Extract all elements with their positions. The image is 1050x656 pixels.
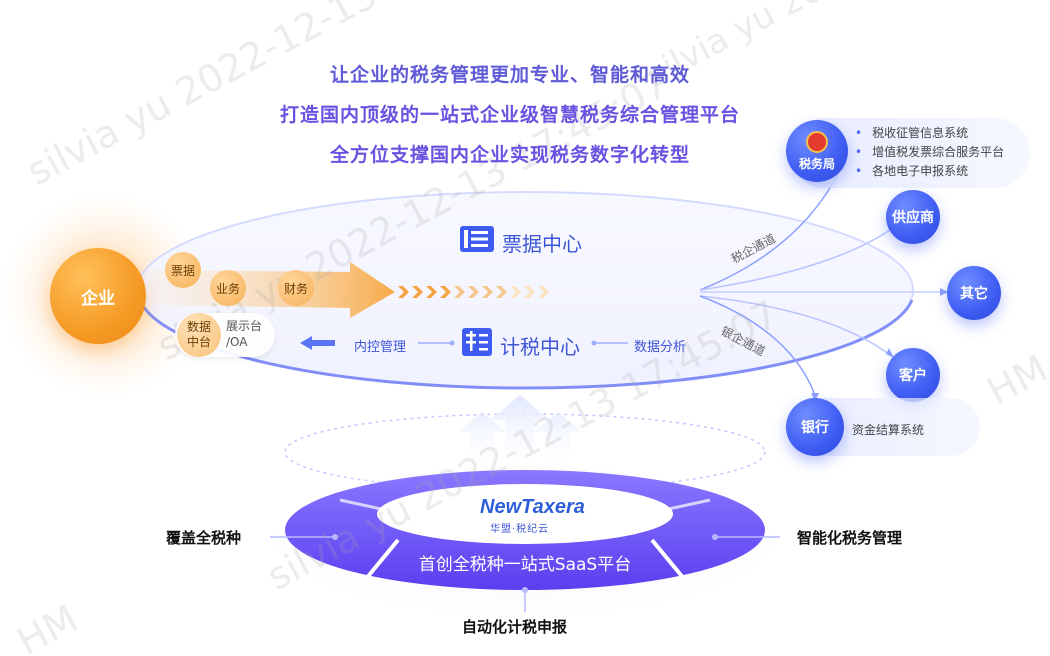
supplier-node: 供应商 xyxy=(886,190,940,244)
other-label: 其它 xyxy=(960,286,988,302)
tax-bureau-node: 税务局 xyxy=(786,120,848,182)
tag-finance: 财务 xyxy=(278,270,314,306)
bank-node: 银行 xyxy=(786,398,844,456)
tagline-3: 全方位支撑国内企业实现税务数字化转型 xyxy=(329,144,690,166)
newtaxera-logo: NewTaxera xyxy=(480,496,585,518)
other-node: 其它 xyxy=(947,266,1001,320)
tag-invoice: 票据 xyxy=(165,252,201,288)
supplier-label: 供应商 xyxy=(892,210,934,226)
data-analysis-label: 数据分析 xyxy=(634,340,687,355)
enterprise-label: 企业 xyxy=(81,288,115,309)
enterprise-node: 企业 xyxy=(50,248,146,344)
customer-node: 客户 xyxy=(886,348,940,402)
bank-system-label: 资金结算系统 xyxy=(852,423,925,437)
tag-finance-label: 财务 xyxy=(283,281,308,296)
system-item: 增值税发票综合服务平台 xyxy=(855,143,1004,162)
tag-business-label: 业务 xyxy=(215,281,240,296)
customer-label: 客户 xyxy=(899,368,927,384)
invoice-icon xyxy=(460,226,494,256)
tax-center-label: 计税中心 xyxy=(500,335,580,359)
platform-left-label: 覆盖全税种 xyxy=(166,529,242,547)
newtaxera-logo-sub: 华盟·税纪云 xyxy=(490,524,550,535)
data-center-node: 数据 中台 xyxy=(177,313,221,357)
tagline-2: 打造国内顶级的一站式企业级智慧税务综合管理平台 xyxy=(279,104,740,126)
data-center-label: 数据 中台 xyxy=(186,320,211,349)
tagline-1: 让企业的税务管理更加专业、智能和高效 xyxy=(329,64,690,86)
tax-bureau-systems: 税收征管信息系统 增值税发票综合服务平台 各地电子申报系统 xyxy=(855,124,1004,181)
system-item: 各地电子申报系统 xyxy=(855,162,1004,181)
display-label: 展示台 /OA xyxy=(226,319,263,349)
platform-right-label: 智能化税务管理 xyxy=(797,529,903,547)
tag-invoice-label: 票据 xyxy=(170,263,195,278)
internal-control-label: 内控管理 xyxy=(354,340,407,355)
tax-calc-icon xyxy=(462,328,492,360)
emblem-icon xyxy=(806,130,828,153)
bank-label: 银行 xyxy=(801,420,829,436)
platform-name: 首创全税种一站式SaaS平台 xyxy=(418,555,632,575)
platform-bottom-label: 自动化计税申报 xyxy=(462,618,568,636)
invoice-center-label: 票据中心 xyxy=(502,232,582,256)
tag-business: 业务 xyxy=(210,270,246,306)
system-item: 税收征管信息系统 xyxy=(855,124,1004,143)
tax-bureau-label: 税务局 xyxy=(798,156,835,171)
